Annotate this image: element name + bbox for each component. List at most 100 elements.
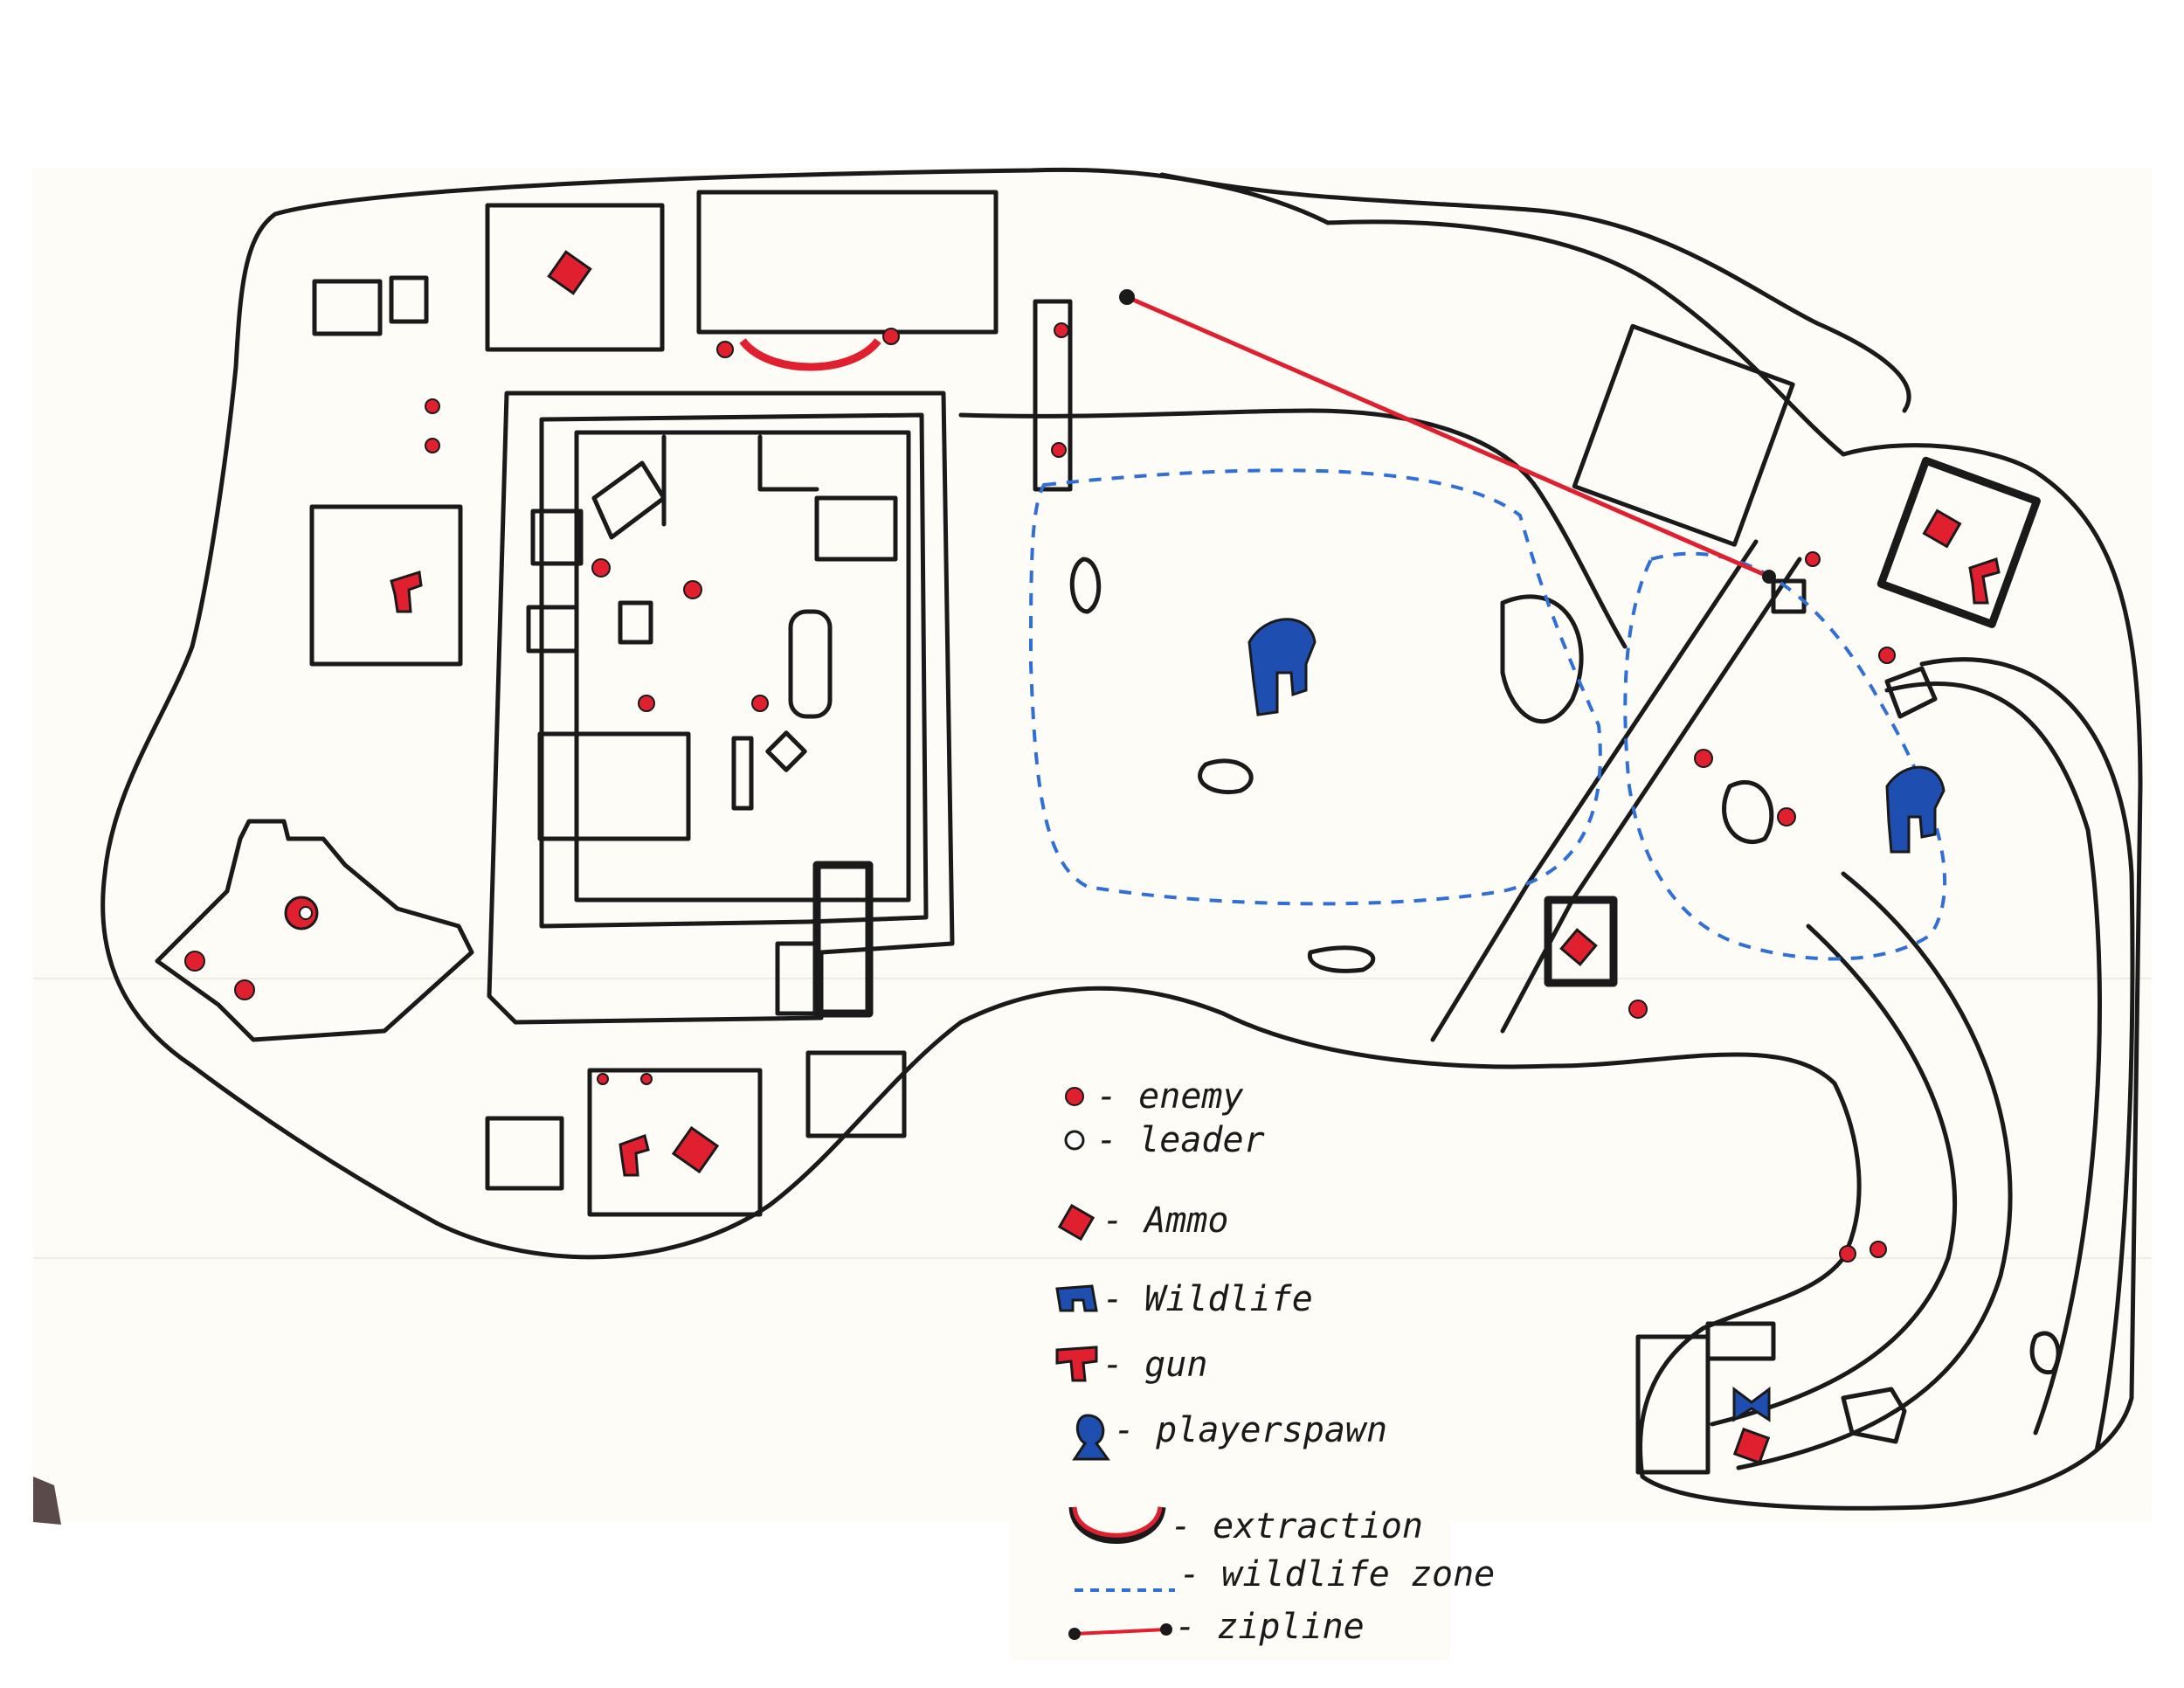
ammo-marker [671, 1125, 720, 1174]
compound-building [814, 495, 898, 562]
zipline-icon-end [1068, 1628, 1081, 1640]
island-outline [100, 167, 2143, 1511]
enemy-marker [638, 695, 655, 712]
compound-wall-inner [661, 434, 819, 527]
legend-item-enemy: - enemy [1065, 1076, 1244, 1117]
zipline-anchor [1762, 570, 1776, 584]
compound-building [618, 600, 653, 645]
legend-label: - enemy [1096, 1076, 1244, 1117]
ammo-marker [1559, 928, 1598, 966]
legend-label: - Wildlife [1102, 1279, 1313, 1319]
building [1635, 1334, 1711, 1475]
building [312, 279, 383, 336]
gun-marker [390, 571, 423, 613]
zipline-icon-end [1160, 1623, 1172, 1636]
enemy-marker [1870, 1241, 1887, 1258]
legend: - enemy - leader - Ammo - Wildlife - gun… [1055, 1076, 1495, 1647]
shoreline [1159, 172, 1911, 413]
paper-corner-shadow [33, 1477, 61, 1525]
building [1771, 578, 1807, 614]
enemy-marker [882, 328, 900, 345]
enemy-icon [1065, 1087, 1084, 1106]
extraction-point [739, 338, 881, 371]
enemy-marker [1805, 551, 1821, 567]
building [155, 819, 474, 1042]
legend-item-zipline: - zipline [1068, 1607, 1365, 1647]
wildlife-marker [1248, 618, 1317, 716]
zipline [1126, 294, 1770, 579]
enemy-marker [597, 1073, 609, 1085]
enemy-marker [1694, 749, 1713, 768]
legend-label: - leader [1096, 1120, 1265, 1160]
building [485, 1116, 564, 1191]
legend-item-ammo: - Ammo [1057, 1200, 1229, 1242]
curved-road-inner [1736, 871, 2013, 1470]
bunker [812, 861, 874, 1018]
enemy-marker [751, 695, 769, 712]
building [1884, 666, 1938, 719]
compound-building [765, 730, 807, 772]
building [1544, 896, 1618, 987]
notebook-lines [33, 978, 2152, 1259]
legend-item-leader: - leader [1064, 1120, 1265, 1160]
building [1572, 323, 1795, 547]
wildlife-icon [1055, 1284, 1098, 1312]
gun-marker [619, 1134, 650, 1177]
enemy-marker [716, 341, 734, 358]
wildlife-marker [1885, 765, 1946, 854]
gun-marker [1968, 557, 2001, 605]
building [587, 1068, 763, 1217]
zipline-icon [1074, 1628, 1167, 1636]
enemy-marker [1628, 1000, 1648, 1019]
enemy-marker [1777, 807, 1796, 827]
compound-building [530, 508, 584, 566]
compound-building [526, 605, 579, 654]
gun-icon [1055, 1346, 1098, 1382]
wildlife-zone-boundary [1623, 551, 1947, 961]
enemy-marker [1878, 647, 1896, 664]
rock [1307, 945, 1376, 973]
curved-road-outer [1710, 924, 1958, 1427]
compound-wall [574, 430, 911, 903]
compound-building [788, 609, 833, 719]
legend-item-extraction: - extraction [1068, 1506, 1423, 1546]
bunker-side [775, 941, 819, 1016]
river-left [1884, 681, 2102, 1435]
leader-icon [1064, 1130, 1085, 1151]
ammo-marker [547, 250, 592, 295]
ammo-marker [1732, 1427, 1771, 1465]
zipline-anchor [1119, 289, 1135, 305]
building [805, 1050, 907, 1138]
enemy-marker [591, 558, 611, 578]
enemy-marker [640, 1073, 653, 1085]
legend-item-gun: - gun [1055, 1345, 1207, 1385]
legend-item-wildlife-zone: - wildlife zone [1075, 1554, 1495, 1595]
ammo-marker [1922, 508, 1962, 549]
compound-building [537, 731, 691, 841]
building [696, 190, 999, 335]
legend-label: - Ammo [1102, 1200, 1229, 1241]
enemy-marker [1051, 442, 1067, 458]
ammo-icon [1057, 1203, 1095, 1242]
river-right [1919, 657, 2135, 1453]
ring-road [487, 391, 955, 1025]
building [309, 504, 463, 667]
extraction-icon-fill [1072, 1506, 1163, 1538]
compound-building [591, 460, 667, 540]
enemy-marker [683, 580, 702, 599]
legend-label: - extraction [1171, 1506, 1423, 1546]
enemy-marker [184, 951, 205, 972]
building [1841, 1387, 1907, 1444]
enemy-marker [425, 398, 440, 414]
compound-building [731, 736, 754, 811]
building [389, 275, 429, 324]
enemy-marker [234, 979, 255, 1000]
gate-post [1033, 299, 1073, 492]
legend-item-player-spawn: - playerspawn [1072, 1410, 1387, 1461]
player-spawn-icon [1072, 1414, 1110, 1461]
building [1705, 1321, 1776, 1361]
building [485, 203, 665, 352]
leader-marker-face [299, 906, 313, 920]
rock [1722, 779, 1774, 845]
